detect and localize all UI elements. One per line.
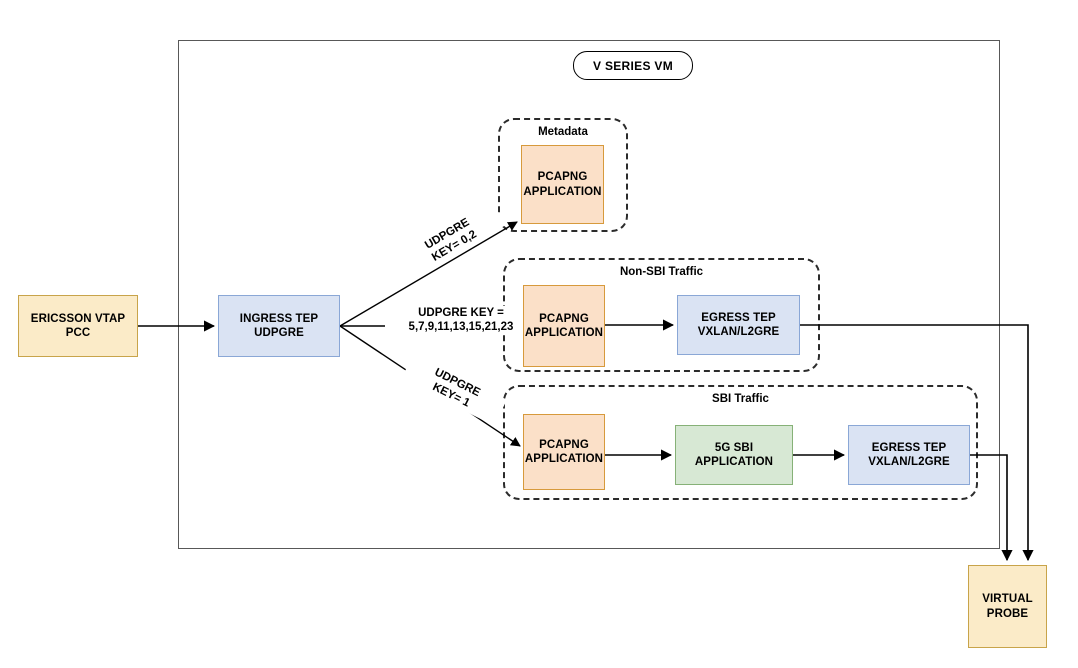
node-sbi-egress-tep[interactable]: EGRESS TEP VXLAN/L2GRE bbox=[848, 425, 970, 485]
zone-non-sbi-traffic-label: Non-SBI Traffic bbox=[619, 266, 704, 278]
node-ingress-tep-udpgre[interactable]: INGRESS TEP UDPGRE bbox=[218, 295, 340, 357]
edge-label-udpgre-key-non-sbi: UDPGRE KEY = 5,7,9,11,13,15,21,23 bbox=[385, 306, 537, 335]
edge-ingress-to-metadata bbox=[339, 221, 518, 327]
node-metadata-pcapng-application[interactable]: PCAPNG APPLICATION bbox=[521, 145, 604, 224]
zone-sbi-traffic bbox=[503, 385, 978, 500]
node-5g-sbi-application[interactable]: 5G SBI APPLICATION bbox=[675, 425, 793, 485]
v-series-vm-title: V SERIES VM bbox=[573, 51, 693, 80]
node-sbi-pcapng-application[interactable]: PCAPNG APPLICATION bbox=[523, 414, 605, 490]
edge-non-sbi-egress-to-probe bbox=[800, 324, 1034, 562]
zone-sbi-traffic-label: SBI Traffic bbox=[712, 393, 769, 405]
zone-metadata bbox=[498, 118, 628, 232]
node-non-sbi-egress-tep[interactable]: EGRESS TEP VXLAN/L2GRE bbox=[677, 295, 800, 355]
node-ericsson-vtap-pcc[interactable]: ERICSSON VTAP PCC bbox=[18, 295, 138, 357]
edge-sbi-egress-to-probe bbox=[970, 454, 1013, 562]
node-non-sbi-pcapng-application[interactable]: PCAPNG APPLICATION bbox=[523, 285, 605, 367]
node-virtual-probe[interactable]: VIRTUAL PROBE bbox=[968, 565, 1047, 648]
zone-metadata-label: Metadata bbox=[538, 126, 588, 138]
v-series-vm-frame bbox=[178, 40, 1000, 549]
